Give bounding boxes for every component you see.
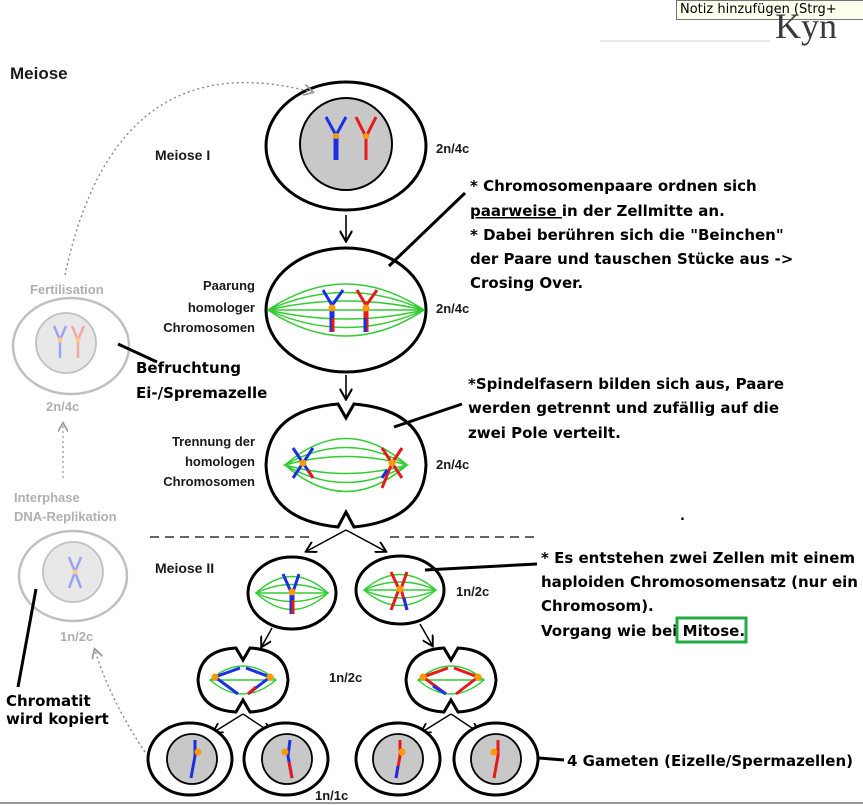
label-paarung-2: homologer (188, 300, 255, 315)
ploidy-5: 1n/2c (329, 670, 362, 685)
cell-separation (264, 402, 428, 529)
note-chromatit-2: wird kopiert (6, 710, 109, 728)
ploidy-2: 2n/4c (436, 301, 469, 316)
header-fragment-text: Kyn (775, 6, 837, 46)
ploidy-interphase: 1n/2c (60, 629, 93, 644)
note-gameten: 4 Gameten (Eizelle/Spermazellen) (567, 752, 853, 770)
gamete-1 (146, 721, 234, 797)
arrow-split-right (345, 529, 385, 551)
arrow-cycle-bottom (95, 650, 146, 753)
chromosome-pair-icon (324, 116, 378, 160)
label-trennung-2: homologen (185, 454, 255, 469)
note-pairing: * Chromosomenpaare ordnen sich paarweise… (470, 177, 793, 292)
pointer-chromatit (16, 588, 38, 688)
arrow-gamete-3 (422, 713, 452, 732)
cell-interphase (17, 529, 129, 623)
note1-line3: * Dabei berühren sich die "Beinchen" (470, 226, 784, 244)
cell-anaphase2-left (196, 646, 290, 714)
add-note-tooltip: Notiz hinzufügen (Strg+ (676, 0, 863, 20)
cell-meiosis2-left (246, 555, 338, 631)
cell-pairing (264, 246, 428, 374)
note1-line1: * Chromosomenpaare ordnen sich (470, 177, 757, 195)
label-fertilisation: Fertilisation (30, 282, 104, 297)
note2-line1: *Spindelfasern bilden sich aus, Paare (468, 375, 784, 393)
label-paarung-3: Chromosomen (163, 320, 255, 335)
note2-line2: werden getrennt und zufällig auf die (468, 399, 779, 417)
label-trennung-1: Trennung der (172, 434, 255, 449)
label-interphase: Interphase (14, 490, 80, 505)
pointer-note-3 (424, 562, 538, 572)
note1-line4: der Paare und tauschen Stücke aus -> (470, 250, 793, 268)
cell-fertilisation (11, 296, 131, 396)
page-title: Meiose (10, 64, 68, 83)
gamete-2 (242, 721, 330, 797)
note3-line2: haploiden Chromosomensatz (nur ein (541, 573, 858, 591)
note-chromatit-1: Chromatit (6, 692, 91, 710)
arrow-cycle-top (64, 81, 312, 276)
ploidy-6: 1n/1c (315, 788, 348, 803)
note2-line3: zwei Pole verteilt. (468, 424, 621, 442)
label-paarung-1: Paarung (203, 278, 255, 293)
arrow-down-right (419, 623, 432, 645)
note-befruchtung-1: Befruchtung (136, 359, 241, 377)
note-spindle: *Spindelfasern bilden sich aus, Paare we… (468, 375, 784, 442)
gamete-4 (452, 721, 540, 797)
note3-line4: Vorgang wie bei Mitose. (541, 622, 745, 640)
note1-line5: Crosing Over. (470, 274, 583, 292)
arrow-gamete-1 (214, 713, 244, 732)
note1-underlined: paarweise (470, 202, 562, 220)
arrow-split-left (307, 529, 347, 551)
label-meiose-1: Meiose I (155, 147, 210, 163)
note1-line2-rest: in der Zellmitte an. (562, 202, 725, 220)
gamete-3 (354, 721, 442, 797)
note-meiosis2: * Es entstehen zwei Zellen mit einem hap… (541, 549, 858, 644)
mitose-highlight: Mitose. (683, 622, 745, 640)
svg-text:paarweise in der Zellmitte an.: paarweise in der Zellmitte an. (470, 202, 725, 220)
pointer-befruchtung (117, 342, 158, 364)
note3-line3: Chromosom). (541, 597, 654, 615)
ploidy-4: 1n/2c (456, 584, 489, 599)
pointer-gameten (538, 756, 565, 762)
note3-line1: * Es entstehen zwei Zellen mit einem (541, 549, 855, 567)
note-befruchtung-2: Ei-/Spremazelle (136, 384, 267, 402)
pointer-note-2 (393, 402, 463, 429)
mitose-highlight-box (675, 616, 748, 644)
label-meiose-2: Meiose II (155, 560, 214, 576)
ploidy-fertilisation: 2n/4c (46, 399, 79, 414)
cell-meiosis-1 (264, 80, 428, 212)
cell-anaphase2-right (404, 646, 498, 714)
label-dna-replication: DNA-Replikation (14, 509, 117, 524)
label-trennung-3: Chromosomen (163, 474, 255, 489)
pointer-note-1 (387, 191, 467, 268)
arrow-down-left (262, 627, 273, 646)
stray-dot: . (680, 509, 685, 524)
cell-meiosis2-right (354, 554, 446, 626)
ploidy-1: 2n/4c (436, 141, 469, 156)
header-fragment (600, 40, 770, 42)
ploidy-3: 2n/4c (436, 457, 469, 472)
